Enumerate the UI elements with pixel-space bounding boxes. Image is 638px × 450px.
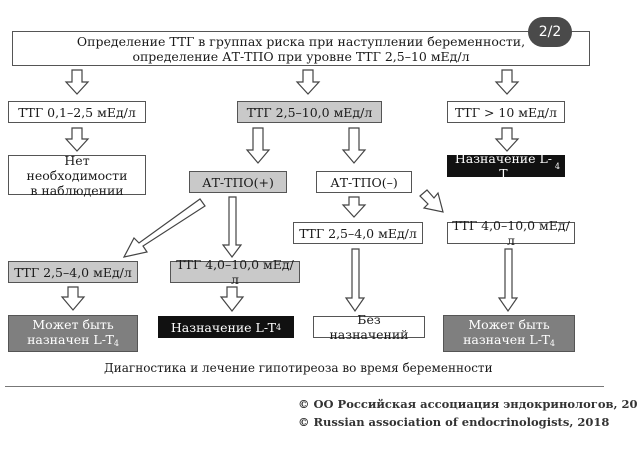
neg-tsh-high-box: ТТГ 4,0–10,0 мЕд/л xyxy=(447,218,575,248)
arrow-high-to-assign xyxy=(494,127,520,152)
neg-tsh-low-box: ТТГ 2,5–4,0 мЕд/л xyxy=(293,222,423,244)
copyright-en: © Russian association of endocrinologist… xyxy=(298,415,610,429)
arrow-top-to-high xyxy=(494,69,520,95)
divider xyxy=(5,386,604,387)
tsh-mid-box: ТТГ 2,5–10,0 мЕд/л xyxy=(237,101,382,123)
arrow-top-to-low xyxy=(64,69,90,95)
arrow-mid-to-neg xyxy=(341,127,367,164)
arrow-neghigh-to-may xyxy=(497,248,519,313)
top-line-2: определение АТ-ТПО при уровне ТТГ 2,5–10… xyxy=(132,48,470,64)
copyright-ru: © ОО Российская ассоциация эндокринолого… xyxy=(298,397,638,411)
arrow-pos-to-poshigh xyxy=(221,196,243,258)
tsh-high-box: ТТГ > 10 мЕд/л xyxy=(447,101,565,123)
no-assign-box: Без назначений xyxy=(313,312,425,342)
may-assign-box-left: Может быть назначен L-T4 xyxy=(8,315,138,352)
arrow-neglow-to-noassign xyxy=(344,248,366,313)
arrow-mid-to-pos xyxy=(245,127,271,164)
arrow-poshigh-to-assign xyxy=(219,286,245,312)
top-line-1: Определение ТТГ в группах риска при наст… xyxy=(76,33,526,49)
flow-arrows xyxy=(60,69,520,313)
arrow-poslow-to-may xyxy=(60,286,86,311)
may-assign-box-right: Может быть назначен L-T4 xyxy=(443,315,575,352)
arrow-pos-to-poslow xyxy=(122,198,206,258)
pos-tsh-high-box: ТТГ 4,0–10,0 мЕд/л xyxy=(170,257,300,287)
atpo-positive-box: АТ-ТПО(+) xyxy=(189,171,287,193)
no-need-box: Нет необходимости в наблюдении xyxy=(8,153,146,198)
tsh-low-box: ТТГ 0,1–2,5 мЕд/л xyxy=(8,101,146,123)
top-box: Определение ТТГ в группах риска при наст… xyxy=(12,31,590,66)
page-counter-badge: 2/2 xyxy=(528,17,572,47)
figure-caption: Диагностика и лечение гипотиреоза во вре… xyxy=(104,361,493,375)
atpo-negative-box: АТ-ТПО(–) xyxy=(316,171,412,193)
arrow-neg-to-neglow xyxy=(341,196,367,218)
arrow-top-to-mid xyxy=(295,69,321,95)
arrow-neg-to-neghigh xyxy=(419,189,444,213)
pos-tsh-low-box: ТТГ 2,5–4,0 мЕд/л xyxy=(8,261,138,283)
arrow-low-to-noneed xyxy=(64,127,90,152)
